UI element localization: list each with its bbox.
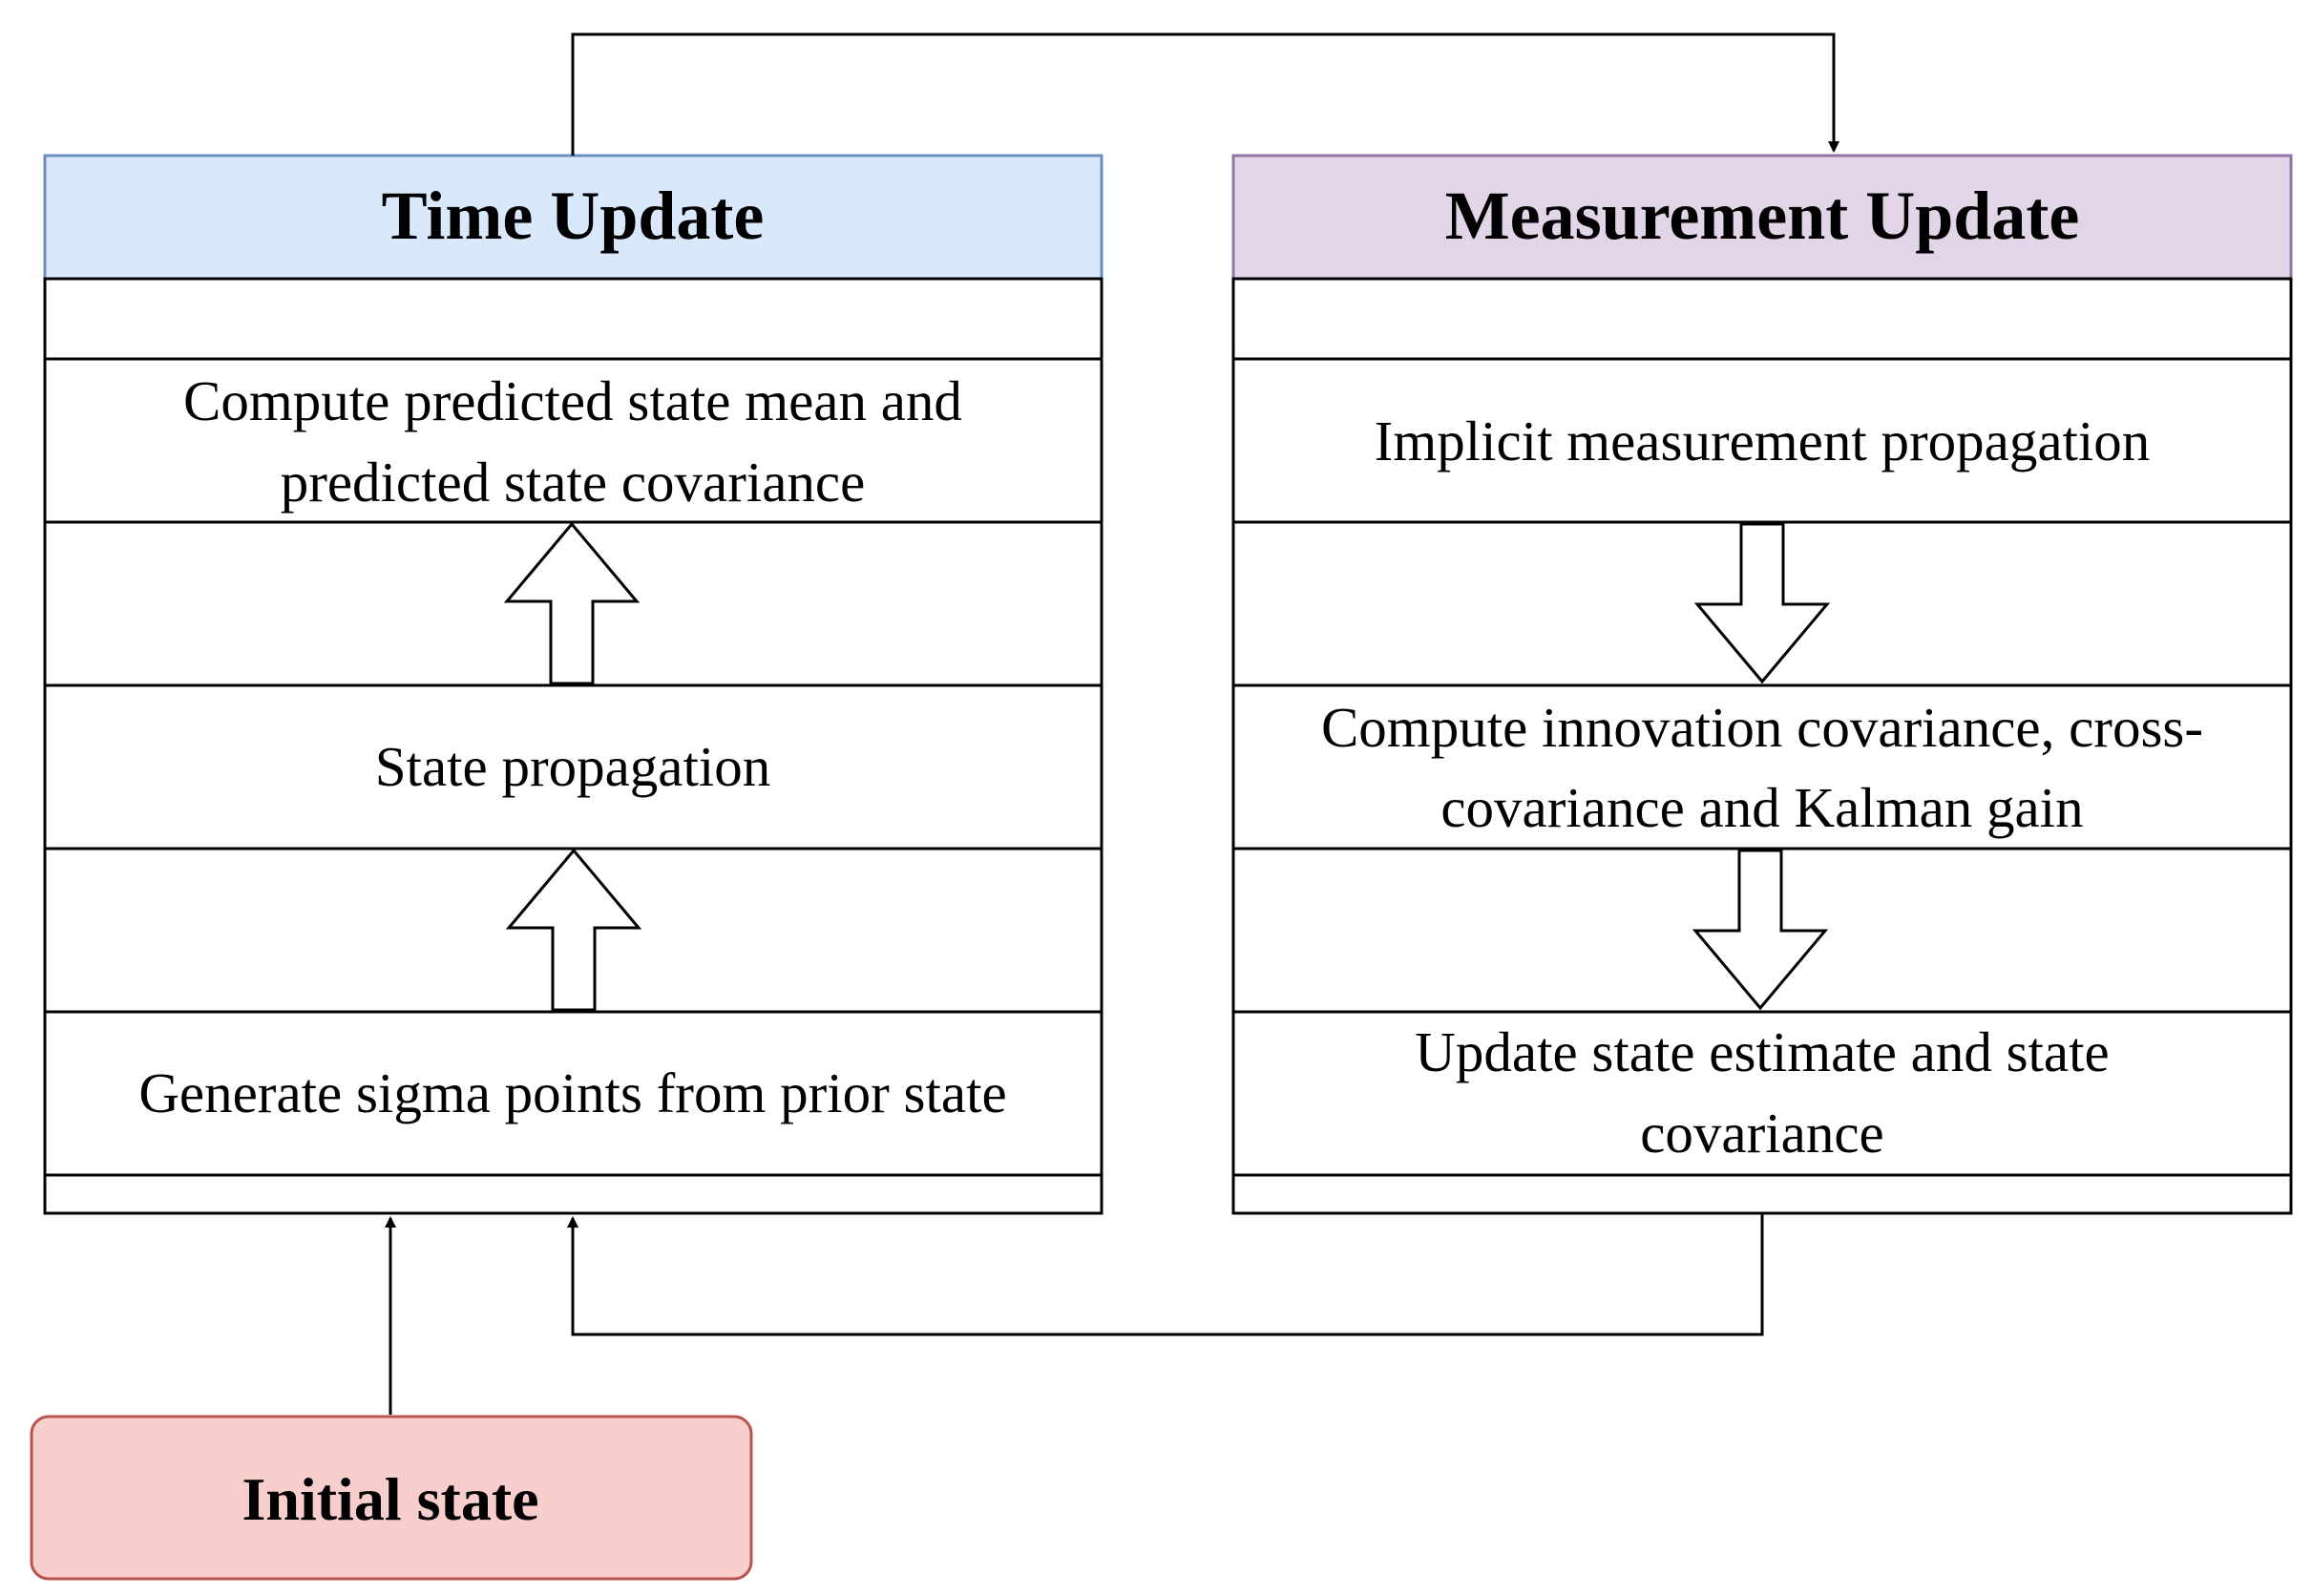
measurement-update-title: Measurement Update bbox=[1445, 178, 2080, 254]
time-update-row-sigma bbox=[43, 1010, 1103, 1177]
innovation-step-line2: covariance and Kalman gain bbox=[1440, 776, 2083, 839]
update-step-line2: covariance bbox=[1640, 1102, 1883, 1165]
implicit-propagation-step: Implicit measurement propagation bbox=[1375, 410, 2151, 472]
measurement-update-row-innovation bbox=[1231, 683, 2293, 850]
time-update-header bbox=[43, 154, 1103, 281]
update-step-line1: Update state estimate and state bbox=[1415, 1020, 2109, 1083]
connector-measurement-to-time bbox=[567, 1213, 1764, 1336]
time-update-title: Time Update bbox=[382, 178, 765, 254]
up-arrow-icon bbox=[503, 521, 641, 685]
measurement-update-spacer-bottom bbox=[1231, 1173, 2293, 1215]
state-propagation-step: State propagation bbox=[375, 735, 771, 798]
initial-state-label: Initial state bbox=[242, 1465, 538, 1533]
measurement-update-spacer-top bbox=[1231, 277, 2293, 361]
measurement-update-header bbox=[1231, 154, 2293, 281]
down-arrow-icon bbox=[1692, 849, 1829, 1011]
down-arrow-icon bbox=[1693, 522, 1831, 684]
time-update-row-propagation bbox=[43, 683, 1103, 850]
connector-time-to-measurement bbox=[571, 32, 1839, 156]
predicted-step-line2: predicted state covariance bbox=[281, 451, 866, 514]
predicted-step-line1: Compute predicted state mean and bbox=[183, 369, 962, 432]
innovation-step-line1: Compute innovation covariance, cross- bbox=[1321, 696, 2203, 759]
initial-state-rect bbox=[30, 1415, 753, 1581]
time-update-spacer-top bbox=[43, 277, 1103, 361]
time-update-panel: Time Update Compute predicted state mean… bbox=[43, 154, 1103, 1215]
measurement-update-row-update bbox=[1231, 1010, 2293, 1177]
time-update-row-predicted bbox=[43, 357, 1103, 524]
measurement-update-panel: Measurement Update Implicit measurement … bbox=[1231, 154, 2293, 1215]
time-update-spacer-bottom bbox=[43, 1173, 1103, 1215]
up-arrow-icon bbox=[505, 848, 642, 1012]
initial-state-box: Initial state bbox=[30, 1415, 753, 1581]
sigma-points-step: Generate sigma points from prior state bbox=[138, 1061, 1006, 1124]
measurement-update-row-implicit bbox=[1231, 357, 2293, 524]
